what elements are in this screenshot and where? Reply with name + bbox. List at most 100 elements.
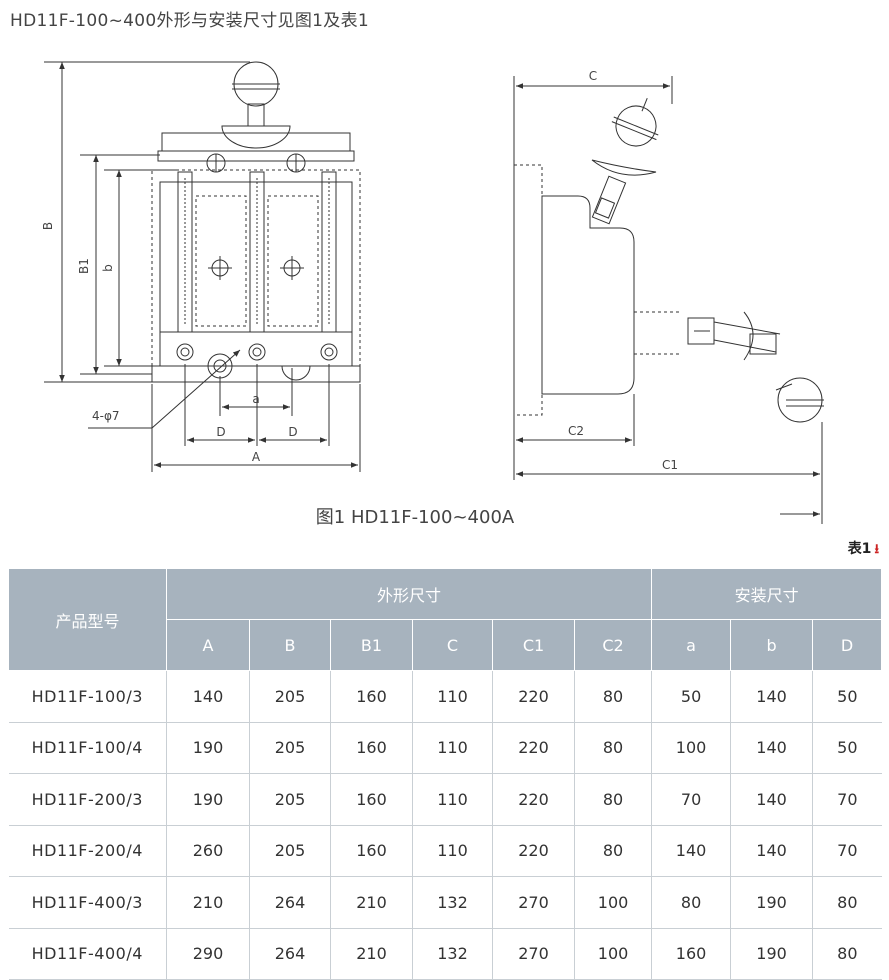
value-cell: 205 <box>249 773 331 826</box>
value-cell: 190 <box>166 773 250 826</box>
side-view <box>513 97 824 423</box>
value-cell: 132 <box>412 928 493 980</box>
value-cell: 140 <box>730 722 814 774</box>
value-cell: 290 <box>166 928 250 980</box>
value-cell: 210 <box>166 876 250 929</box>
table-label-text: 表1 <box>847 541 872 557</box>
value-cell: 260 <box>166 825 250 877</box>
front-terminals <box>208 256 304 280</box>
model-cell: HD11F-200/4 <box>8 825 167 877</box>
value-cell: 210 <box>330 876 413 929</box>
value-cell: 100 <box>651 722 732 774</box>
column-header-b: b <box>730 619 814 671</box>
value-cell: 110 <box>412 670 493 723</box>
value-cell: 80 <box>812 928 882 980</box>
column-header-b: B <box>249 619 331 671</box>
value-cell: 140 <box>730 670 814 723</box>
value-cell: 110 <box>412 825 493 877</box>
value-cell: 205 <box>249 722 331 774</box>
value-cell: 100 <box>574 928 653 980</box>
value-cell: 210 <box>330 928 413 980</box>
value-cell: 80 <box>574 773 653 826</box>
column-header-d: D <box>812 619 883 671</box>
value-cell: 220 <box>492 670 575 723</box>
value-cell: 220 <box>492 722 575 774</box>
value-cell: 205 <box>249 670 331 723</box>
header-install-dimensions: 安装尺寸 <box>651 568 883 620</box>
value-cell: 160 <box>330 670 413 723</box>
value-cell: 140 <box>730 773 814 826</box>
table-label: 表1⭳ <box>848 538 879 562</box>
value-cell: 190 <box>730 876 814 929</box>
front-blades <box>177 171 337 333</box>
value-cell: 160 <box>330 722 413 774</box>
value-cell: 50 <box>651 670 732 723</box>
front-handle <box>221 61 291 149</box>
value-cell: 70 <box>651 773 732 826</box>
column-header-a: a <box>651 619 732 671</box>
label-C1: C1 <box>662 458 678 472</box>
value-cell: 160 <box>330 773 413 826</box>
label-C2: C2 <box>568 424 584 438</box>
value-cell: 132 <box>412 876 493 929</box>
label-A: A <box>252 450 261 464</box>
value-cell: 140 <box>166 670 250 723</box>
column-header-c2: C2 <box>573 619 653 671</box>
label-B1: B1 <box>77 258 91 274</box>
value-cell: 80 <box>574 670 653 723</box>
value-cell: 80 <box>812 876 882 929</box>
value-cell: 220 <box>492 825 575 877</box>
front-dimensions <box>44 61 361 472</box>
download-icon[interactable]: ⭳ <box>874 542 879 557</box>
value-cell: 70 <box>812 825 882 877</box>
model-cell: HD11F-400/4 <box>8 928 167 980</box>
model-cell: HD11F-100/3 <box>8 670 167 723</box>
model-cell: HD11F-200/3 <box>8 773 167 826</box>
value-cell: 205 <box>249 825 331 877</box>
column-header-b1: B1 <box>330 619 413 671</box>
header-model: 产品型号 <box>8 568 167 671</box>
value-cell: 220 <box>492 773 575 826</box>
label-hole: 4-φ7 <box>92 409 120 423</box>
value-cell: 100 <box>574 876 653 929</box>
value-cell: 190 <box>166 722 250 774</box>
value-cell: 50 <box>812 722 882 774</box>
label-D-right: D <box>288 425 297 439</box>
value-cell: 80 <box>574 825 653 877</box>
value-cell: 70 <box>812 773 882 826</box>
value-cell: 264 <box>249 876 331 929</box>
header-outline-dimensions: 外形尺寸 <box>165 568 653 620</box>
value-cell: 270 <box>492 876 575 929</box>
value-cell: 50 <box>812 670 882 723</box>
value-cell: 80 <box>574 722 653 774</box>
side-dimensions <box>513 76 823 524</box>
label-a: a <box>252 392 259 406</box>
value-cell: 140 <box>730 825 814 877</box>
model-cell: HD11F-400/3 <box>8 876 167 929</box>
label-B: B <box>41 222 55 230</box>
value-cell: 80 <box>651 876 732 929</box>
value-cell: 140 <box>651 825 732 877</box>
column-header-c: C <box>412 619 493 671</box>
value-cell: 190 <box>730 928 814 980</box>
label-C: C <box>589 69 597 83</box>
figure-caption: 图1 HD11F-100~400A <box>315 507 515 528</box>
column-header-a: A <box>166 619 250 671</box>
value-cell: 110 <box>412 773 493 826</box>
label-D-left: D <box>216 425 225 439</box>
label-b: b <box>101 264 115 272</box>
model-cell: HD11F-100/4 <box>8 722 167 774</box>
value-cell: 110 <box>412 722 493 774</box>
value-cell: 264 <box>249 928 331 980</box>
value-cell: 160 <box>330 825 413 877</box>
value-cell: 160 <box>651 928 732 980</box>
top-screws <box>206 153 306 173</box>
value-cell: 270 <box>492 928 575 980</box>
column-header-c1: C1 <box>492 619 575 671</box>
dimension-drawing: B B1 b a D D A 4-φ7 C C2 C1 <box>41 61 824 524</box>
